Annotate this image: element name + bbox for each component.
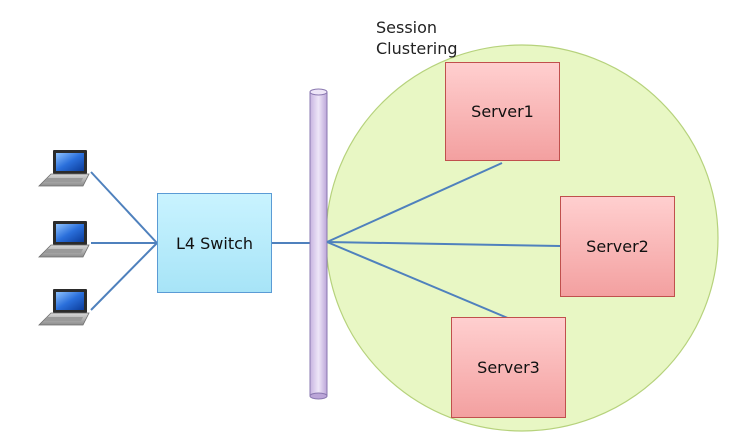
link-bus-server2 [326,241,561,247]
laptop-icon [38,288,90,326]
link-bus-server3 [326,241,511,320]
cluster-label-line1: Session [376,18,438,37]
cluster-label-line2: Clustering [376,39,458,58]
session-clustering-label: Session Clustering [376,17,458,59]
server2-label: Server2 [586,237,649,256]
link-client3-switch [90,242,158,311]
server2-box: Server2 [560,196,675,297]
link-bus-server1 [326,162,503,243]
server1-box: Server1 [445,62,560,161]
server3-label: Server3 [477,358,540,377]
server1-label: Server1 [471,102,534,121]
laptop-icon [38,220,90,258]
link-client1-switch [90,171,158,244]
network-bus [309,88,328,400]
laptop-icon [38,149,90,187]
l4-switch-label: L4 Switch [175,233,254,253]
l4-switch-box: L4 Switch [157,193,272,293]
server3-box: Server3 [451,317,566,418]
